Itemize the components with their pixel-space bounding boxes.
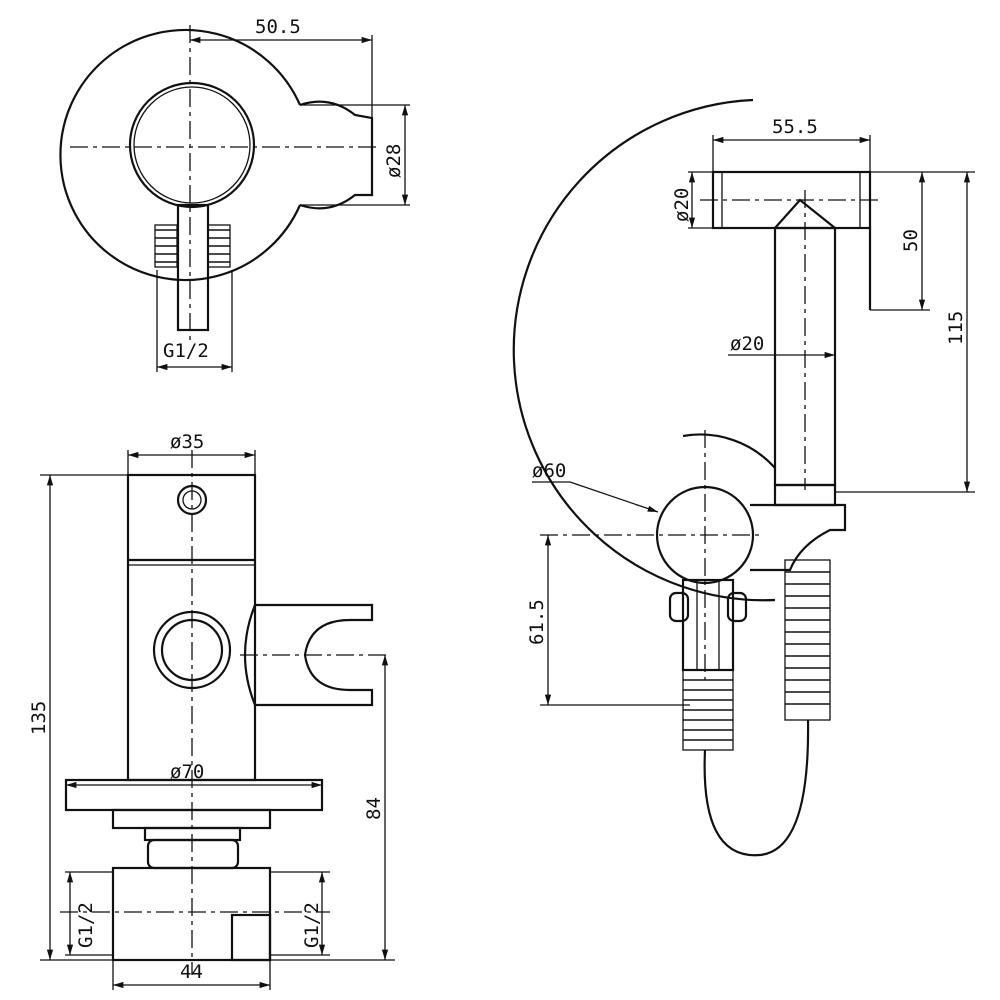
dim-61-5: 61.5 [526,599,548,645]
dim-115: 115 [945,311,967,345]
dim-g12-right: G1/2 [301,902,323,948]
dim-dia-60: ø60 [532,460,566,482]
dim-50-5: 50.5 [255,16,301,38]
top-view: 50.5 ø28 G1/2 [59,16,410,372]
dim-50: 50 [900,229,922,252]
dim-84: 84 [363,797,385,820]
dim-dia-20-tube: ø20 [730,333,764,355]
dim-dia-35: ø35 [170,431,204,453]
sprayer-view: 55.5 ø20 50 115 ø20 ø60 61.5 [512,98,975,857]
dim-dia-70: ø70 [170,761,204,783]
dim-g12-top: G1/2 [163,340,209,362]
dim-135: 135 [28,701,50,735]
thread-icon [154,224,231,268]
dim-55-5: 55.5 [772,116,818,138]
front-view: ø35 ø70 135 84 G1/2 G1/2 44 [28,431,395,990]
dim-dia-20-head: ø20 [671,188,693,222]
hose-icon [682,559,831,857]
dim-g12-left: G1/2 [75,902,97,948]
dim-44: 44 [180,961,203,983]
dim-dia-28: ø28 [383,144,405,178]
